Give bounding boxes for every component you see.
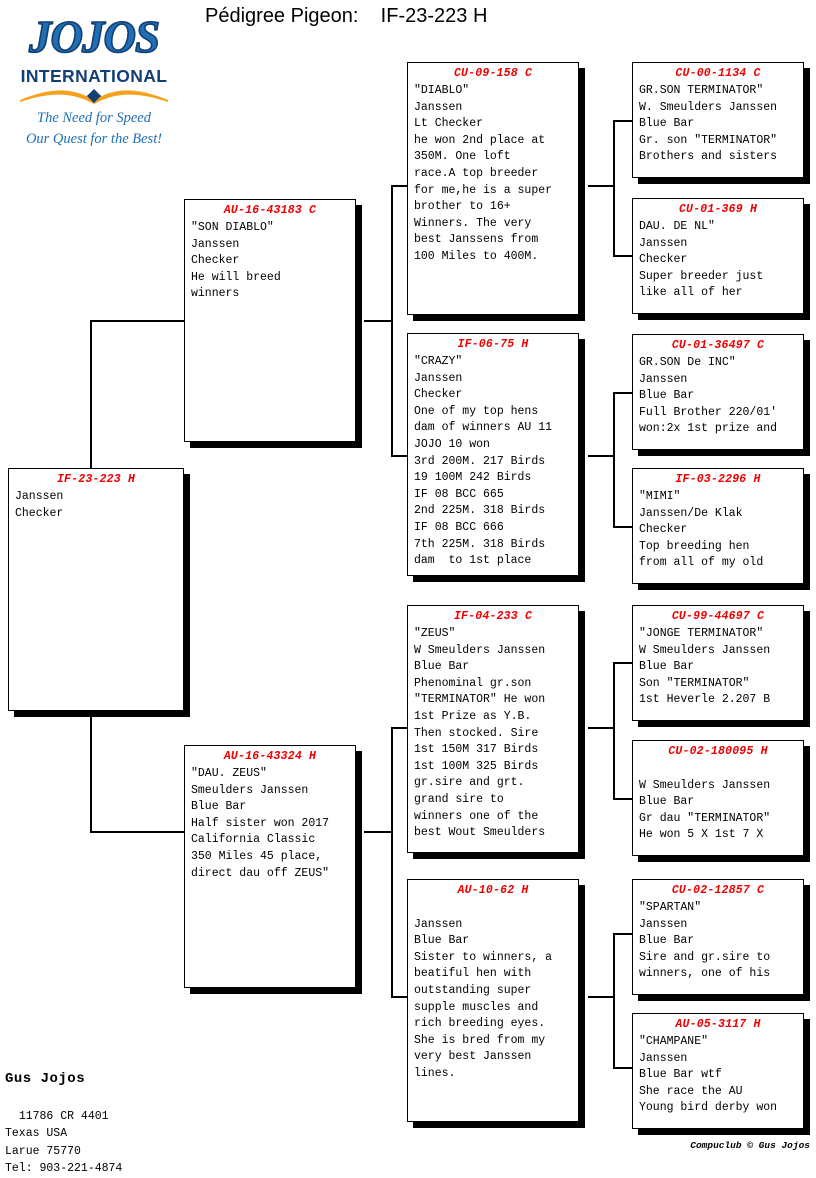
pedigree-box-gen4-5[interactable]: CU-99-44697 C "JONGE TERMINATOR" W Smeul…: [632, 605, 804, 721]
pedigree-body-sire-dam: "CRAZY" Janssen Checker One of my top he…: [414, 355, 553, 568]
connector-to-gen4-1: [613, 120, 632, 122]
pedigree-box-gen4-8[interactable]: AU-05-3117 H "CHAMPANE" Janssen Blue Bar…: [632, 1013, 804, 1129]
connector-to-gen4-7: [613, 933, 632, 935]
pedigree-body-sire-sire: "DIABLO" Janssen Lt Checker he won 2nd p…: [414, 84, 553, 263]
pedigree-box-gen4-2[interactable]: CU-01-369 H DAU. DE NL" Janssen Checker …: [632, 198, 804, 314]
pedigree-box-sire-dam[interactable]: IF-06-75 H "CRAZY" Janssen Checker One o…: [407, 333, 579, 576]
owner-name: Gus Jojos: [5, 1071, 86, 1087]
owner-address-lines: 11786 CR 4401 Texas USA Larue 75770 Tel:…: [5, 1109, 123, 1176]
connector-gen3-b-spine: [613, 392, 615, 527]
connector-gen3-a-spine: [613, 120, 615, 256]
connector-dam-gen2-stem: [364, 831, 392, 833]
pedigree-body-gen4-7: "SPARTAN" Janssen Blue Bar Sire and gr.s…: [639, 901, 771, 981]
page-title: Pédigree Pigeon: IF-23-223 H: [205, 5, 488, 27]
pedigree-id-dam: AU-16-43324 H: [223, 750, 317, 763]
connector-to-dam-sire-gen3: [391, 727, 407, 729]
pedigree-body-dam-sire: "ZEUS" W Smeulders Janssen Blue Bar Phen…: [414, 627, 546, 840]
pedigree-box-gen4-7[interactable]: CU-02-12857 C "SPARTAN" Janssen Blue Bar…: [632, 879, 804, 995]
logo-swoosh-icon: [20, 89, 168, 104]
pedigree-box-gen4-4[interactable]: IF-03-2296 H "MIMI" Janssen/De Klak Chec…: [632, 468, 804, 584]
owner-address-block: Gus Jojos 11786 CR 4401 Texas USA Larue …: [5, 1034, 122, 1178]
pedigree-body-gen4-8: "CHAMPANE" Janssen Blue Bar wtf She race…: [639, 1035, 778, 1115]
pedigree-box-gen4-1[interactable]: CU-00-1134 C GR.SON TERMINATOR" W. Smeul…: [632, 62, 804, 178]
logo-subtitle: INTERNATIONAL: [20, 66, 168, 86]
connector-to-gen4-2: [613, 255, 632, 257]
connector-to-sire-gen2: [90, 320, 185, 322]
pedigree-body-gen4-3: GR.SON De INC" Janssen Blue Bar Full Bro…: [639, 356, 778, 436]
pedigree-id-gen4-4: IF-03-2296 H: [675, 473, 761, 486]
connector-to-gen4-3: [613, 392, 632, 394]
connector-gen3-a-stem: [588, 185, 614, 187]
pedigree-id-sire-sire: CU-09-158 C: [453, 67, 533, 80]
connector-gen3-b-stem: [588, 455, 614, 457]
connector-to-gen4-6: [613, 798, 632, 800]
jojos-international-logo: JOJOS INTERNATIONAL The Need for Speed O…: [8, 8, 180, 156]
pedigree-id-dam-sire: IF-04-233 C: [453, 610, 533, 623]
connector-sire-gen2-spine: [391, 185, 393, 456]
connector-to-gen4-4: [613, 526, 632, 528]
pedigree-body-gen4-6: W Smeulders Janssen Blue Bar Gr dau "TER…: [639, 778, 771, 842]
pedigree-body-gen4-2: DAU. DE NL" Janssen Checker Super breede…: [639, 220, 764, 300]
pedigree-id-gen4-8: AU-05-3117 H: [675, 1018, 761, 1031]
pedigree-body-gen4-4: "MIMI" Janssen/De Klak Checker Top breed…: [639, 490, 764, 570]
pedigree-box-dam-dam[interactable]: AU-10-62 H Janssen Blue Bar Sister to wi…: [407, 879, 579, 1122]
pedigree-body-dam-dam: Janssen Blue Bar Sister to winners, a be…: [414, 917, 553, 1080]
pedigree-id-sire-dam: IF-06-75 H: [457, 338, 529, 351]
pedigree-id-gen4-2: CU-01-369 H: [678, 203, 758, 216]
compuclub-credit: Compuclub © Gus Jojos: [690, 1140, 810, 1151]
connector-gen3-c-stem: [588, 727, 614, 729]
pedigree-body-sire: "SON DIABLO" Janssen Checker He will bre…: [191, 221, 281, 301]
pedigree-box-gen4-3[interactable]: CU-01-36497 C GR.SON De INC" Janssen Blu…: [632, 334, 804, 450]
pedigree-body-gen4-1: GR.SON TERMINATOR" W. Smeulders Janssen …: [639, 84, 778, 164]
connector-sire-gen2-stem: [364, 320, 392, 322]
pedigree-id-gen4-5: CU-99-44697 C: [671, 610, 765, 623]
logo-tagline-line2: Our Quest for the Best!: [25, 131, 163, 147]
logo-tagline-line1: The Need for Speed: [37, 110, 151, 126]
connector-to-gen4-5: [613, 662, 632, 664]
connector-to-dam-dam-gen3: [391, 996, 407, 998]
pedigree-id-dam-dam: AU-10-62 H: [457, 884, 529, 897]
pedigree-body-gen4-5: "JONGE TERMINATOR" W Smeulders Janssen B…: [639, 627, 771, 707]
connector-to-sire-sire-gen3: [391, 185, 407, 187]
connector-dam-gen2-spine: [391, 727, 393, 996]
pedigree-box-subject[interactable]: IF-23-223 H Janssen Checker: [8, 468, 184, 711]
connector-gen3-d-stem: [588, 996, 614, 998]
pedigree-box-gen4-6[interactable]: CU-02-180095 H W Smeulders Janssen Blue …: [632, 740, 804, 856]
pedigree-body-subject: Janssen Checker: [15, 490, 64, 520]
connector-to-gen4-8: [613, 1067, 632, 1069]
pedigree-id-sire: AU-16-43183 C: [223, 204, 317, 217]
pedigree-box-sire-sire[interactable]: CU-09-158 C "DIABLO" Janssen Lt Checker …: [407, 62, 579, 315]
connector-gen3-d-spine: [613, 933, 615, 1068]
connector-to-dam-gen2: [90, 831, 185, 833]
pedigree-id-subject: IF-23-223 H: [56, 473, 136, 486]
pedigree-box-dam-sire[interactable]: IF-04-233 C "ZEUS" W Smeulders Janssen B…: [407, 605, 579, 853]
pedigree-box-sire[interactable]: AU-16-43183 C "SON DIABLO" Janssen Check…: [184, 199, 356, 442]
pedigree-body-dam: "DAU. ZEUS" Smeulders Janssen Blue Bar H…: [191, 767, 330, 880]
pedigree-id-gen4-1: CU-00-1134 C: [675, 67, 761, 80]
connector-gen3-c-spine: [613, 662, 615, 799]
logo-wordmark: JOJOS: [28, 11, 161, 63]
pedigree-id-gen4-6: CU-02-180095 H: [668, 745, 768, 758]
pedigree-id-gen4-7: CU-02-12857 C: [671, 884, 765, 897]
logo-tagline: The Need for Speed Our Quest for the Bes…: [8, 108, 180, 150]
pedigree-box-dam[interactable]: AU-16-43324 H "DAU. ZEUS" Smeulders Jans…: [184, 745, 356, 988]
connector-to-sire-dam-gen3: [391, 455, 407, 457]
pedigree-id-gen4-3: CU-01-36497 C: [671, 339, 765, 352]
